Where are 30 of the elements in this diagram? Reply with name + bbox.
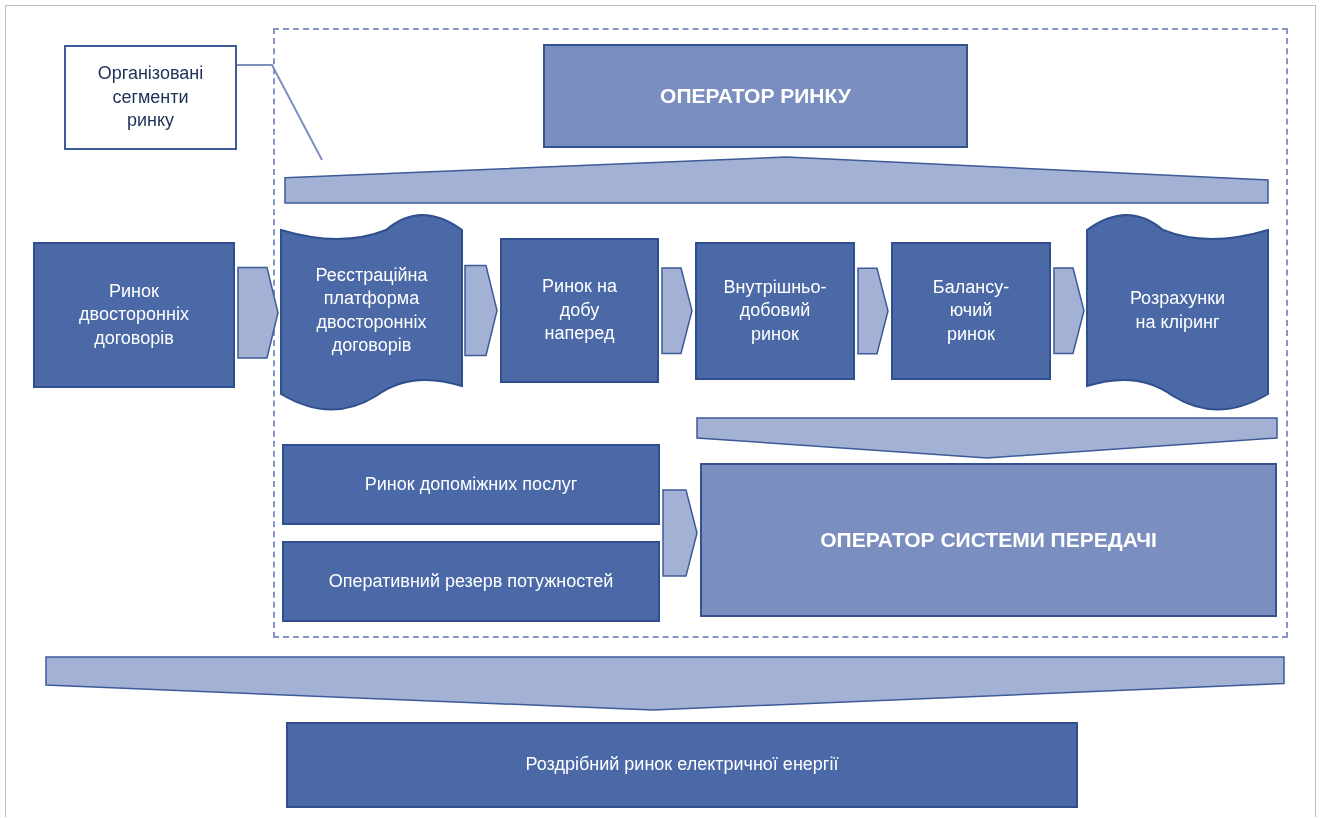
process-box [543, 44, 968, 148]
process-box [282, 444, 660, 525]
box-label: Оперативний резерв потужностей [328, 569, 614, 593]
process-box [891, 242, 1051, 380]
box-label: ОПЕРАТОР СИСТЕМИ ПЕРЕДАЧІ [820, 527, 1157, 554]
chevron-arrow [661, 267, 693, 355]
chevron-arrow [1053, 267, 1085, 355]
box-label: Організовані сегменти ринку [96, 62, 205, 133]
box-label: Ринок допоміжних послуг [364, 472, 578, 496]
chevron-arrow [237, 266, 279, 359]
leader-line [236, 64, 323, 161]
process-box [282, 541, 660, 622]
box-label: Ринок двосторонніх договорів [78, 279, 190, 350]
box-label: Ринок на добу наперед [541, 275, 618, 346]
box-label: Внутрішньо- добовий ринок [722, 275, 828, 346]
box-label: ОПЕРАТОР РИНКУ [660, 83, 851, 110]
chevron-arrow [464, 264, 498, 357]
process-box [33, 242, 235, 388]
chevron-arrow [662, 489, 698, 577]
callout-box [64, 45, 237, 150]
box-label: Роздрібний ринок електричної енергії [525, 753, 839, 777]
process-box [286, 722, 1078, 808]
process-box [700, 463, 1277, 617]
process-box [695, 242, 855, 380]
chevron-arrow [857, 267, 889, 355]
box-label: Розрахунки на кліринг [1128, 287, 1227, 334]
box-label: Реєстраційна платформа двосторонніх договорів [314, 263, 429, 357]
process-box [500, 238, 659, 383]
dashed-group-border [273, 28, 1288, 638]
box-label: Балансу- ючий ринок [931, 275, 1011, 346]
